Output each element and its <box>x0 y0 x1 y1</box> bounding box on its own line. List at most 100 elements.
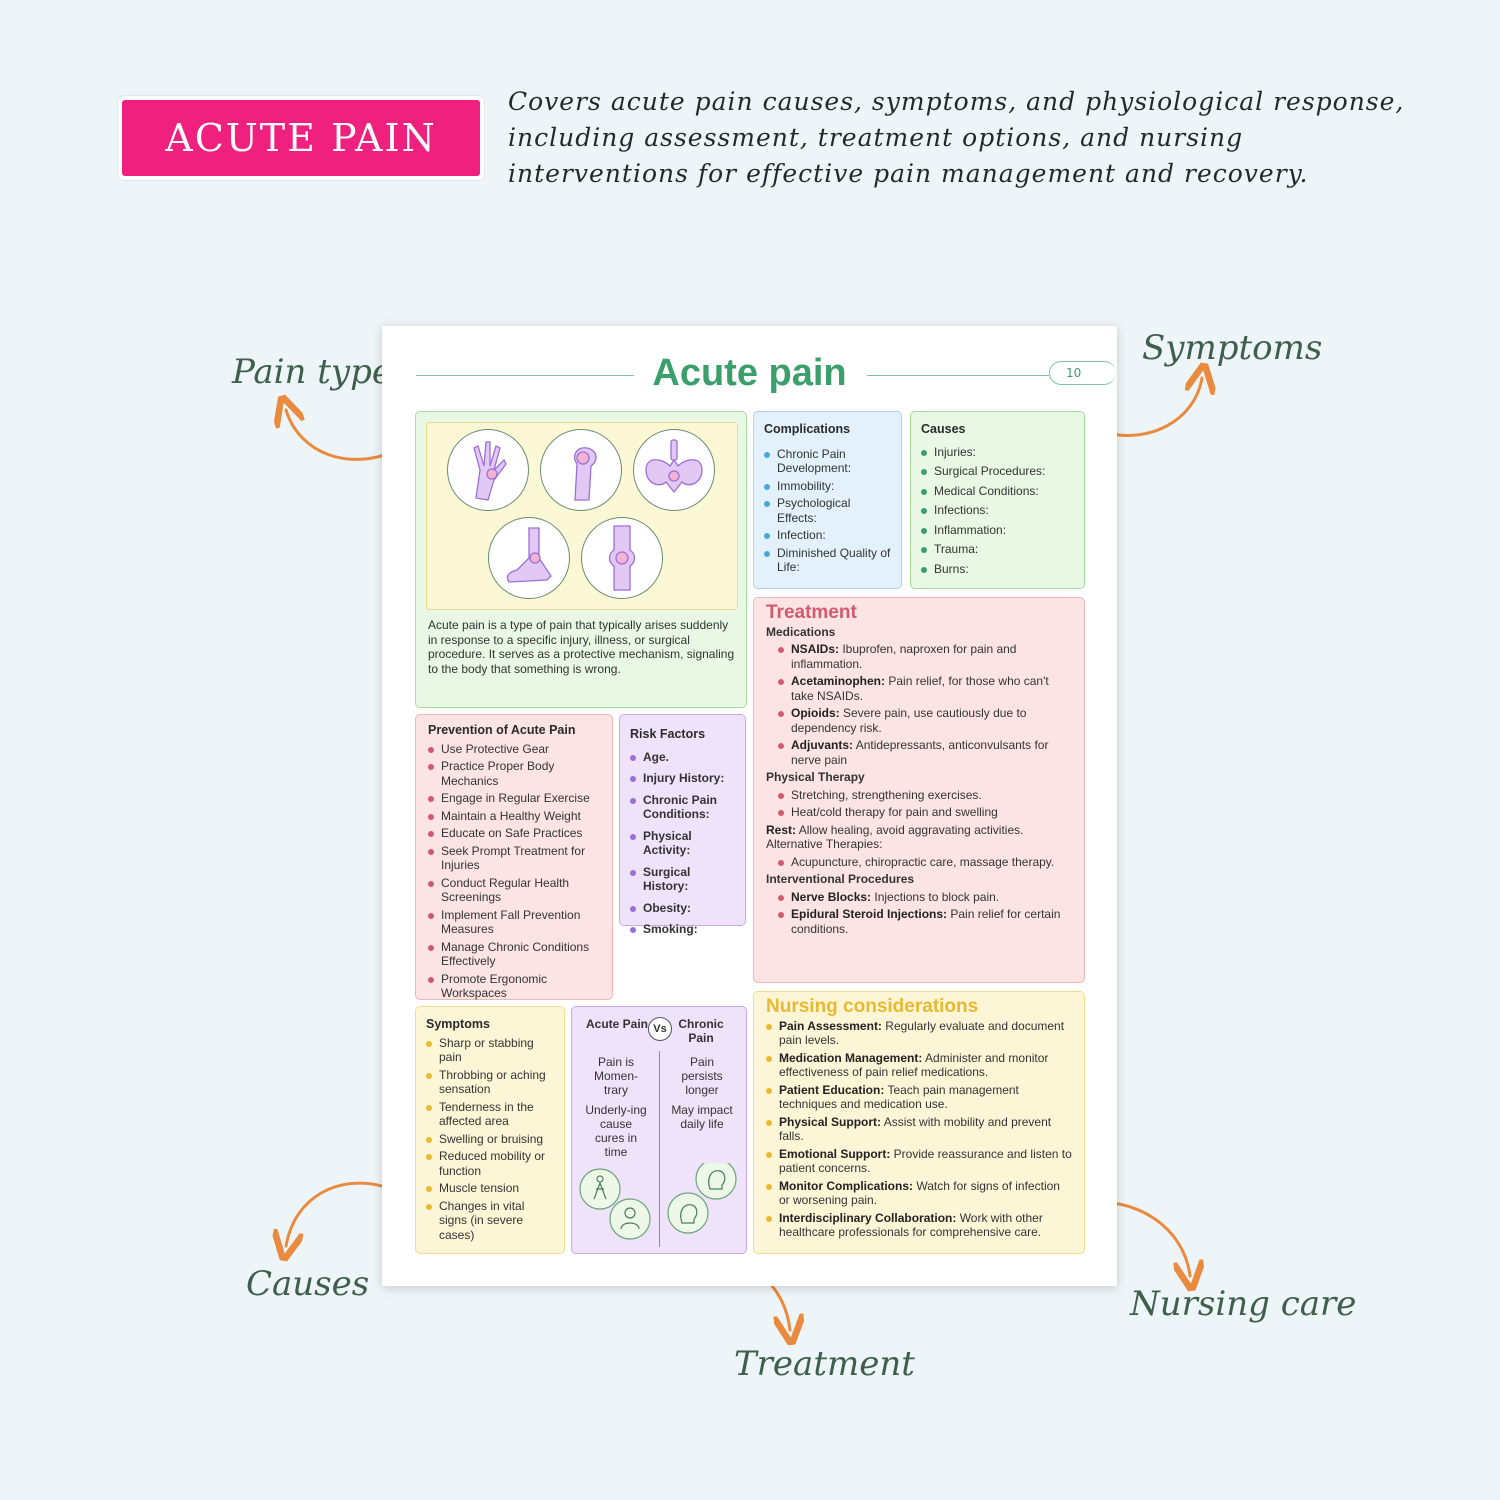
list-item: NSAIDs: Ibuprofen, naproxen for pain and… <box>778 642 1072 671</box>
overview-box: Acute pain is a type of pain that typica… <box>415 411 747 708</box>
causes-list: Injuries: Surgical Procedures: Medical C… <box>921 445 1074 577</box>
study-page: Acute pain 10 Acute pain is a type of pa… <box>382 326 1117 1286</box>
list-item: Sharp or stabbing pain <box>426 1036 554 1065</box>
list-item: Psychological Effects: <box>764 496 891 525</box>
list-item: Pain Assessment: Regularly evaluate and … <box>766 1019 1072 1048</box>
list-item: Injury History: <box>630 771 735 786</box>
list-item: Smoking: <box>630 922 735 937</box>
nursing-considerations-box: Nursing considerations Pain Assessment: … <box>753 991 1085 1254</box>
title-rule-left <box>416 375 634 376</box>
list-item: Obesity: <box>630 901 735 916</box>
callout-treatment: Treatment <box>734 1344 915 1384</box>
list-item: Tenderness in the affected area <box>426 1100 554 1129</box>
callout-causes: Causes <box>246 1264 370 1304</box>
list-item: Medication Management: Administer and mo… <box>766 1051 1072 1080</box>
physical-therapy-list: Stretching, strengthening exercises. Hea… <box>766 788 1072 820</box>
list-item: Educate on Safe Practices <box>428 826 600 841</box>
list-item: Engage in Regular Exercise <box>428 791 600 806</box>
list-item: Patient Education: Teach pain management… <box>766 1083 1072 1112</box>
versus-badge: Vs <box>648 1017 672 1041</box>
page-title: Acute pain <box>652 352 847 394</box>
list-item: Nerve Blocks: Injections to block pain. <box>778 890 1072 905</box>
treatment-title: Treatment <box>766 602 857 623</box>
list-item: Immobility: <box>764 479 891 494</box>
list-item: Seek Prompt Treatment for Injuries <box>428 844 600 873</box>
risk-factors-list: Age. Injury History: Chronic Pain Condit… <box>630 750 735 937</box>
chronic-pain-heading: Chronic Pain <box>678 1017 724 1045</box>
list-item: Use Protective Gear <box>428 742 600 757</box>
chronic-point-1: Pain persists longer <box>681 1055 723 1097</box>
alternative-list: Acupuncture, chiropractic care, massage … <box>766 855 1072 870</box>
risk-factors-title: Risk Factors <box>630 727 706 741</box>
versus-divider <box>659 1051 660 1247</box>
knee-joint-icon <box>581 517 663 599</box>
chronic-point-2: May impact daily life <box>671 1103 733 1131</box>
list-item: Opioids: Severe pain, use cautiously due… <box>778 706 1072 735</box>
hand-joint-icon <box>447 429 529 511</box>
prevention-title: Prevention of Acute Pain <box>428 723 576 737</box>
symptoms-list: Sharp or stabbing pain Throbbing or achi… <box>426 1036 554 1243</box>
arrow-symptoms <box>1100 378 1202 437</box>
pain-person-icons <box>579 1163 737 1240</box>
nursing-list: Pain Assessment: Regularly evaluate and … <box>766 1019 1072 1240</box>
rest-text: Rest: Allow healing, avoid aggravating a… <box>766 822 1024 852</box>
nursing-title: Nursing considerations <box>766 996 979 1017</box>
acute-point-2: Underly-ing cause cures in time <box>585 1103 647 1159</box>
callout-nursing-care: Nursing care <box>1130 1284 1357 1324</box>
list-item: Implement Fall Prevention Measures <box>428 908 600 937</box>
callout-symptoms: Symptoms <box>1142 328 1323 368</box>
list-item: Injuries: <box>921 445 1074 460</box>
symptoms-title: Symptoms <box>426 1017 490 1031</box>
list-item: Chronic Pain Conditions: <box>630 793 735 822</box>
list-item: Diminished Quality of Life: <box>764 546 891 575</box>
list-item: Maintain a Healthy Weight <box>428 809 600 824</box>
interventional-label: Interventional Procedures <box>766 872 915 886</box>
list-item: Acupuncture, chiropractic care, massage … <box>778 855 1072 870</box>
joint-icons-panel <box>426 422 738 610</box>
acute-vs-chronic-box: Vs Acute Pain Chronic Pain Pain is Momen… <box>571 1006 747 1254</box>
list-item: Interdisciplinary Collaboration: Work wi… <box>766 1211 1072 1240</box>
list-item: Monitor Complications: Watch for signs o… <box>766 1179 1072 1208</box>
foot-joint-icon <box>488 517 570 599</box>
list-item: Practice Proper Body Mechanics <box>428 759 600 788</box>
symptoms-box: Symptoms Sharp or stabbing pain Throbbin… <box>415 1006 565 1254</box>
shoulder-joint-icon <box>540 429 622 511</box>
list-item: Infections: <box>921 503 1074 518</box>
pelvis-icon <box>633 429 715 511</box>
list-item: Acetaminophen: Pain relief, for those wh… <box>778 674 1072 703</box>
list-item: Reduced mobility or function <box>426 1149 554 1178</box>
list-item: Infection: <box>764 528 891 543</box>
treatment-box: Treatment Medications NSAIDs: Ibuprofen,… <box>753 597 1085 983</box>
list-item: Heat/cold therapy for pain and swelling <box>778 805 1072 820</box>
causes-title: Causes <box>921 422 966 436</box>
acute-point-1: Pain is Momen-trary <box>593 1055 638 1097</box>
list-item: Age. <box>630 750 735 765</box>
list-item: Physical Activity: <box>630 829 735 858</box>
list-item: Chronic Pain Development: <box>764 447 891 476</box>
banner-label: ACUTE PAIN <box>122 100 480 176</box>
complications-box: Complications Chronic Pain Development: … <box>753 411 902 589</box>
physical-therapy-label: Physical Therapy <box>766 770 865 784</box>
list-item: Adjuvants: Antidepressants, anticonvulsa… <box>778 738 1072 767</box>
list-item: Promote Ergonomic Workspaces <box>428 972 600 1001</box>
list-item: Emotional Support: Provide reassurance a… <box>766 1147 1072 1176</box>
medications-list: NSAIDs: Ibuprofen, naproxen for pain and… <box>766 642 1072 767</box>
list-item: Changes in vital signs (in severe cases) <box>426 1199 554 1243</box>
prevention-list: Use Protective Gear Practice Proper Body… <box>428 742 600 1001</box>
list-item: Swelling or bruising <box>426 1132 554 1147</box>
list-item: Surgical Procedures: <box>921 464 1074 479</box>
list-item: Burns: <box>921 562 1074 577</box>
list-item: Inflammation: <box>921 523 1074 538</box>
list-item: Epidural Steroid Injections: Pain relief… <box>778 907 1072 936</box>
list-item: Medical Conditions: <box>921 484 1074 499</box>
list-item: Muscle tension <box>426 1181 554 1196</box>
interventional-list: Nerve Blocks: Injections to block pain. … <box>766 890 1072 937</box>
list-item: Throbbing or aching sensation <box>426 1068 554 1097</box>
page-number: 10 <box>1049 361 1116 385</box>
list-item: Manage Chronic Conditions Effectively <box>428 940 600 969</box>
title-banner: ACUTE PAIN <box>118 96 484 180</box>
risk-factors-box: Risk Factors Age. Injury History: Chroni… <box>619 714 746 936</box>
arrow-causes <box>286 1181 384 1246</box>
arrow-pain-types <box>286 410 394 461</box>
list-item: Conduct Regular Health Screenings <box>428 876 600 905</box>
